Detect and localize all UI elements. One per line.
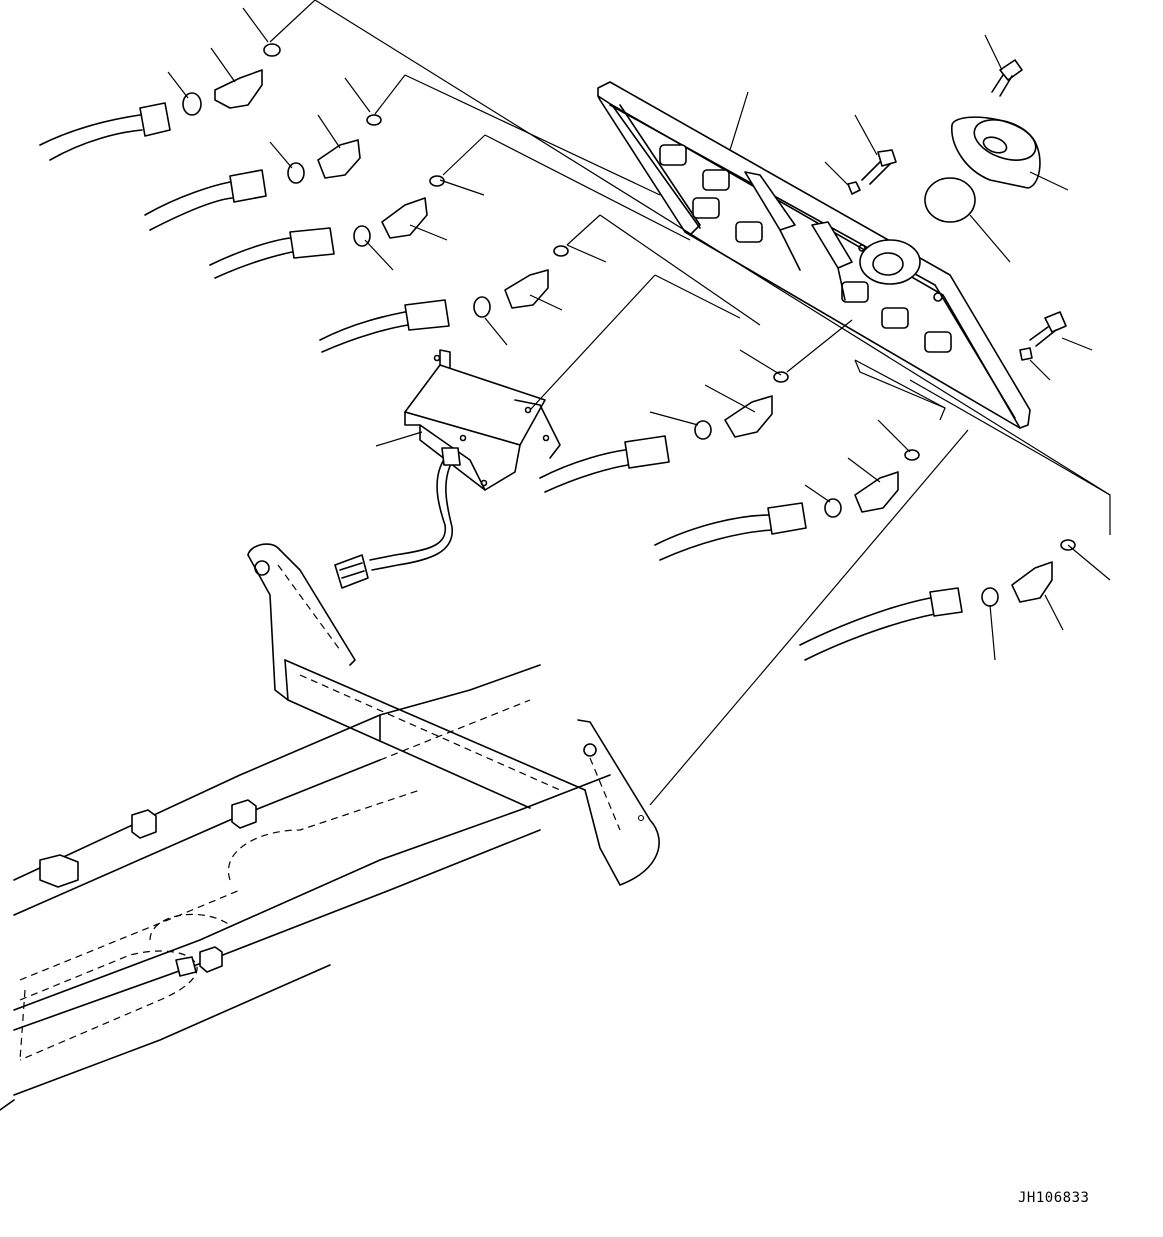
- o-ring: [182, 92, 202, 116]
- reference-lines: [167, 0, 1111, 806]
- electrical-box: [334, 349, 561, 589]
- machine-frame: [0, 543, 660, 1111]
- o-ring-large: [924, 177, 976, 223]
- hoses: [39, 43, 1076, 661]
- drawing-id-label: JH106833: [1018, 1190, 1090, 1206]
- bolts: [847, 59, 1067, 361]
- flange-ring: [924, 116, 1041, 223]
- mounting-plate: [597, 81, 1031, 429]
